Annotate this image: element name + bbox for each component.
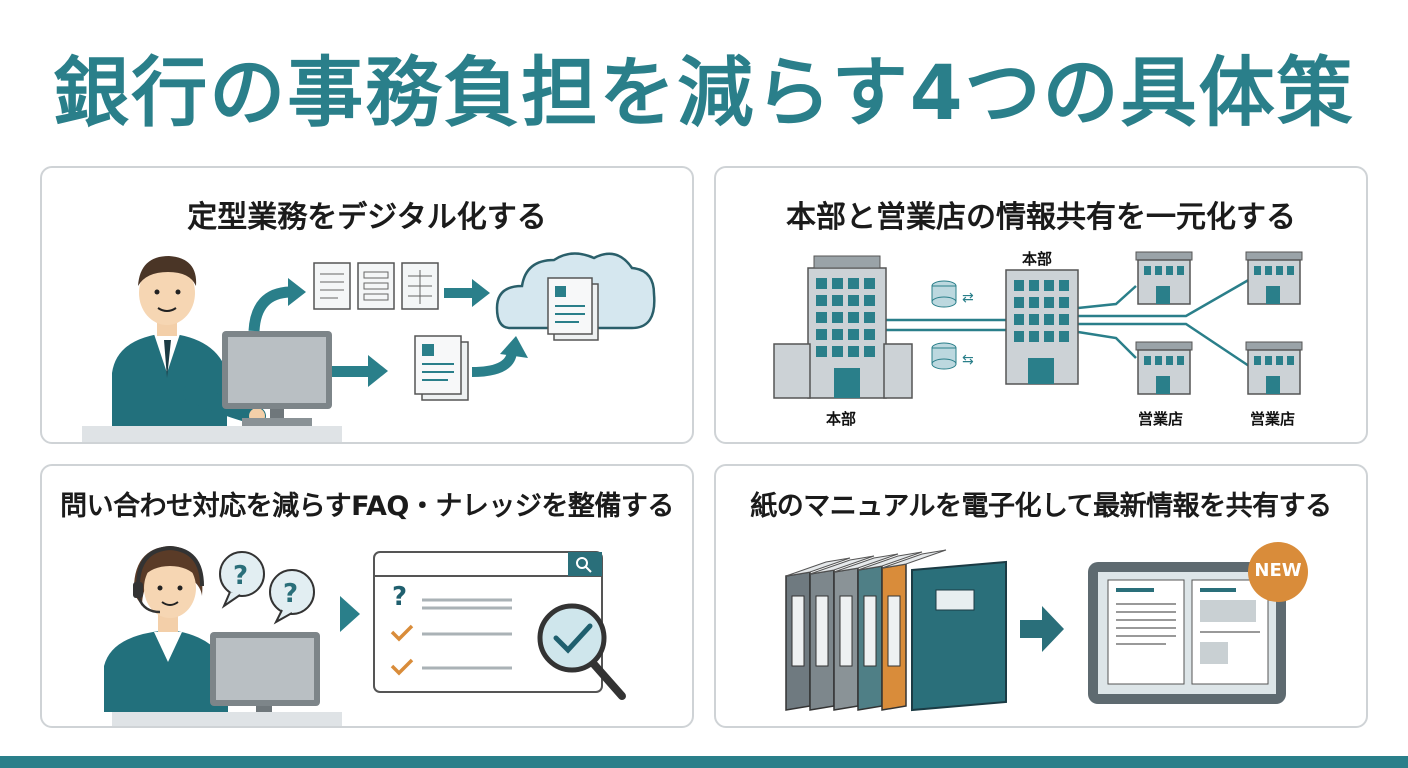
database-sync-icon: ⇄ <box>931 280 974 308</box>
card-manual: 紙のマニュアルを電子化して最新情報を共有する <box>714 464 1368 728</box>
footer-bar <box>0 756 1408 768</box>
card-digitalize: 定型業務をデジタル化する <box>40 166 694 444</box>
label-hq: 本部 <box>826 410 857 428</box>
info-sharing-illustration: ⇄ ⇆ <box>773 251 1303 399</box>
tablet-icon <box>1088 562 1286 704</box>
card-title: 紙のマニュアルを電子化して最新情報を共有する <box>750 491 1332 522</box>
branch-building-icon <box>1135 341 1193 395</box>
page-title: 銀行の事務負担を減らす4つの具体策 <box>53 48 1355 137</box>
magnifier-check-icon <box>537 603 626 700</box>
card-info-sharing: 本部と営業店の情報共有を一元化する ⇄ <box>714 166 1368 444</box>
headquarters-building-icon <box>1005 269 1079 385</box>
branch-building-icon <box>1245 251 1303 305</box>
right-arrow-icon <box>444 279 490 307</box>
faq-question-mark: ? <box>392 582 408 612</box>
computer-monitor-icon <box>222 331 332 426</box>
office-worker-icon <box>112 256 266 426</box>
upload-arrow-icon <box>471 336 528 377</box>
support-agent-icon <box>104 545 228 712</box>
document-stack-icon <box>414 335 469 401</box>
cloud-icon <box>495 252 656 341</box>
new-badge: NEW <box>1254 560 1302 581</box>
binder-icon <box>911 560 1007 712</box>
right-arrow-icon <box>1020 606 1064 652</box>
faq-illustration: ? ? <box>104 545 626 726</box>
digitalize-illustration <box>82 252 656 442</box>
document-icon <box>313 262 351 310</box>
headquarters-building-icon <box>773 255 913 399</box>
question-bubble-icon: ? <box>269 569 315 625</box>
card-faq: 問い合わせ対応を減らすFAQ・ナレッジを整備する ? ? <box>40 464 694 728</box>
question-bubble-icon: ? <box>219 551 265 609</box>
new-badge-icon <box>1248 542 1308 602</box>
right-arrow-icon <box>340 596 360 632</box>
svg-text:?: ? <box>283 579 298 609</box>
upload-arrow-icon <box>248 278 306 332</box>
branch-building-icon <box>1135 251 1193 305</box>
form-document-icon <box>357 262 395 310</box>
binder-icon <box>785 549 947 711</box>
svg-text:⇄: ⇄ <box>962 290 974 306</box>
card-title: 本部と営業店の情報共有を一元化する <box>786 200 1296 235</box>
database-sync-icon: ⇆ <box>931 342 974 370</box>
computer-monitor-icon <box>210 632 320 712</box>
label-hq-small: 本部 <box>1022 250 1053 268</box>
label-branch: 営業店 <box>1250 410 1296 428</box>
spreadsheet-icon <box>401 262 439 310</box>
card-title: 問い合わせ対応を減らすFAQ・ナレッジを整備する <box>60 491 674 522</box>
svg-text:?: ? <box>233 561 248 591</box>
label-branch: 営業店 <box>1138 410 1184 428</box>
card-title: 定型業務をデジタル化する <box>187 200 547 235</box>
svg-text:⇆: ⇆ <box>962 352 974 368</box>
right-arrow-icon <box>332 355 388 387</box>
branch-building-icon <box>1245 341 1303 395</box>
manual-illustration <box>785 542 1308 712</box>
